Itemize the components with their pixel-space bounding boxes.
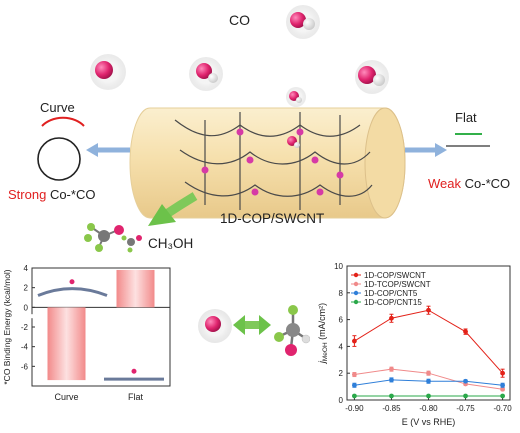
data-point (426, 378, 431, 384)
data-point (426, 393, 431, 399)
x-tick-label: -0.85 (382, 404, 401, 413)
data-point (352, 372, 357, 377)
x-tick-label: Curve (54, 392, 78, 402)
y-tick-label: 10 (334, 262, 343, 271)
double-arrow (233, 315, 271, 335)
data-point (500, 386, 505, 392)
co-molecule-2 (90, 54, 126, 90)
curved-structure-sketch (37, 279, 108, 297)
methanol-molecule-middle (274, 305, 310, 356)
data-point (389, 315, 394, 321)
series-1d-cop-swcnt (352, 305, 505, 378)
co-molecule-5 (286, 87, 306, 107)
flat-structure-sketch (104, 368, 164, 381)
legend-marker (353, 299, 359, 305)
y-tick-label: 6 (339, 316, 344, 325)
data-point (426, 370, 431, 376)
legend-label: 1D-COP/CNT15 (364, 298, 422, 307)
data-point (463, 393, 468, 399)
y-tick-label: 0 (24, 303, 29, 312)
methanol-molecule-small (121, 235, 142, 253)
methanol-molecule-large (84, 223, 124, 252)
data-point (463, 329, 468, 335)
co-molecule-3 (189, 57, 223, 91)
arrow-to-flat (405, 143, 447, 157)
x-tick-label: -0.70 (493, 404, 512, 413)
data-point (389, 366, 394, 372)
x-tick-label: -0.80 (419, 404, 438, 413)
x-tick-label: -0.90 (345, 404, 364, 413)
co-molecule-middle (198, 309, 232, 343)
data-point (352, 382, 357, 388)
weak-binding-label: Weak Co-*CO (428, 176, 510, 191)
weak-word: Weak (428, 176, 461, 191)
data-point (389, 393, 394, 399)
flat-illustration (446, 133, 490, 147)
polymer-network (174, 112, 373, 210)
series-1d-cop-cnt15 (352, 393, 505, 399)
axis-break (30, 314, 35, 319)
co-molecule-4 (355, 60, 389, 94)
legend-marker (353, 281, 359, 287)
y-tick-label: 0 (339, 396, 344, 405)
y-axis-label: jMeOH (mA/cm²) (317, 303, 329, 364)
x-tick-label: Flat (128, 392, 144, 402)
y-tick-label: 4 (339, 342, 344, 351)
schematic-illustration (37, 5, 490, 253)
product-label: CH₃OH (148, 236, 194, 251)
y-tick-label: 2 (339, 369, 344, 378)
co-molecule-1 (286, 5, 320, 39)
series-line (354, 309, 503, 374)
tube-label: 1D-COP/SWCNT (220, 211, 325, 226)
curve-illustration (37, 116, 85, 181)
flat-label: Flat (455, 110, 477, 125)
arrow-to-product (148, 192, 198, 226)
bar-flat (116, 269, 155, 308)
strong-binding-label: Strong Co-*CO (8, 187, 95, 202)
legend-marker (353, 290, 359, 296)
x-tick-label: -0.75 (456, 404, 475, 413)
legend-label: 1D-TCOP/SWCNT (364, 280, 431, 289)
y-tick-label: -4 (21, 343, 29, 352)
y-tick-label: -6 (21, 362, 29, 371)
legend-label: 1D-COP/CNT5 (364, 289, 418, 298)
y-axis-label: *CO Binding Energy (kcal/mol) (2, 269, 12, 384)
legend-marker (353, 272, 359, 278)
bar-curve (47, 307, 86, 381)
y-tick-label: 8 (339, 289, 344, 298)
data-point (463, 378, 468, 384)
nanotube-cylinder (129, 107, 406, 219)
bound-co-on-tube (287, 136, 300, 148)
series-1d-tcop-swcnt (352, 366, 505, 392)
co-label: CO (229, 12, 250, 28)
data-point (500, 370, 505, 376)
current-density-chart: 0 2 4 6 8 10 -0.90 -0.85 -0.80 -0.75 -0.70 E (V vs … (317, 262, 512, 427)
data-point (389, 377, 394, 383)
data-point (426, 307, 431, 313)
strong-rest: Co-*CO (49, 187, 96, 202)
y-tick-label: 2 (24, 284, 29, 293)
metal-centers (201, 128, 344, 196)
arrow-to-curve (86, 143, 130, 157)
data-point (352, 393, 357, 399)
binding-energy-chart: 4 2 0 -2 -4 -6 *CO Binding Energy (kcal/mol) Cu… (2, 264, 171, 402)
y-tick-label: 4 (24, 264, 29, 273)
data-point (500, 393, 505, 399)
data-point (500, 382, 505, 388)
series-1d-cop-cnt5 (352, 377, 505, 388)
strong-word: Strong (8, 187, 47, 202)
weak-rest: Co-*CO (464, 176, 511, 191)
y-tick-label: -2 (21, 323, 29, 332)
x-axis-label: E (V vs RHE) (402, 417, 456, 427)
legend-label: 1D-COP/SWCNT (364, 271, 426, 280)
curve-label: Curve (40, 100, 75, 115)
middle-illustration (198, 305, 310, 356)
data-point (352, 338, 357, 344)
